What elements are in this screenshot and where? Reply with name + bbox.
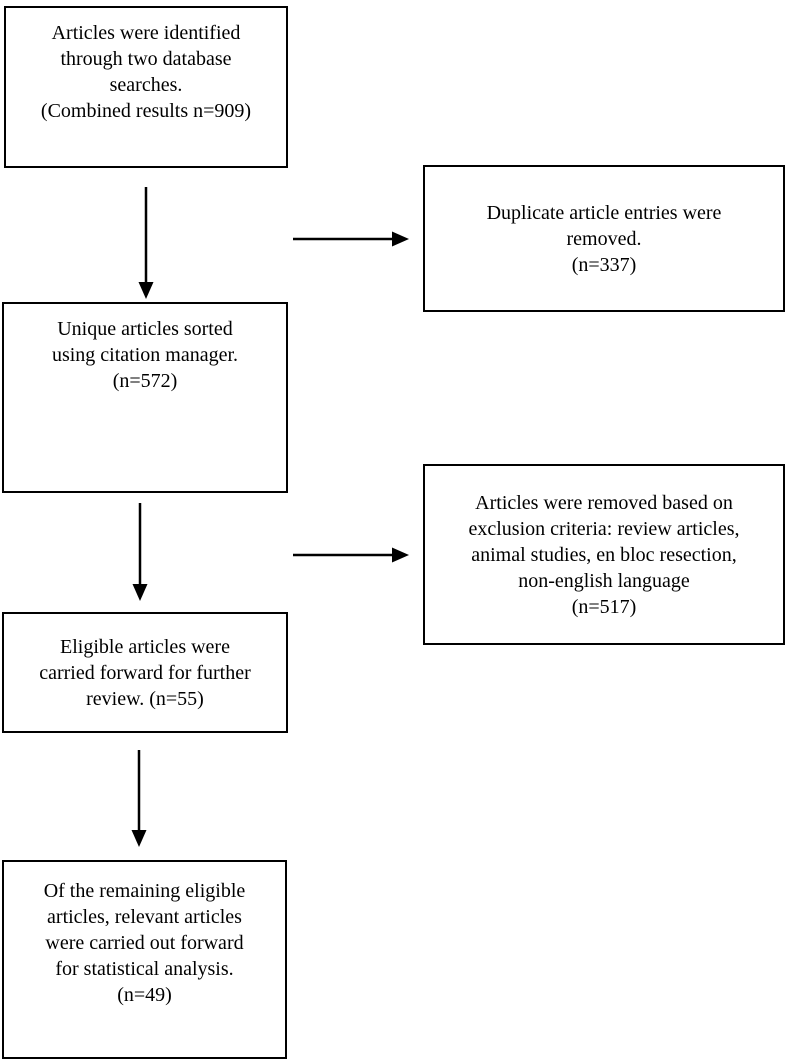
flow-box-unique-sorted-text: Unique articles sorted using citation ma…	[51, 318, 239, 392]
flow-box-identified: Articles were identified through two dat…	[4, 6, 288, 168]
flow-box-eligible: Eligible articles were carried forward f…	[2, 612, 288, 733]
flow-box-excluded: Articles were removed based on exclusion…	[423, 464, 785, 645]
flow-box-identified-text: Articles were identified through two dat…	[40, 22, 252, 122]
flow-box-duplicates-removed-text: Duplicate article entries were removed. …	[486, 201, 722, 276]
flow-box-excluded-text: Articles were removed based on exclusion…	[468, 491, 740, 618]
arrow-right-to-duplicates	[293, 231, 409, 247]
flow-box-unique-sorted: Unique articles sorted using citation ma…	[2, 302, 288, 493]
arrow-right-to-excluded	[293, 547, 409, 563]
flow-box-eligible-text: Eligible articles were carried forward f…	[39, 635, 251, 710]
arrow-down-eligible-to-final	[131, 750, 147, 847]
flow-box-final-analysis-text: Of the remaining eligible articles, rele…	[43, 880, 246, 1006]
arrow-down-identified-to-unique	[138, 187, 154, 299]
flow-box-final-analysis: Of the remaining eligible articles, rele…	[2, 860, 287, 1059]
flow-box-duplicates-removed: Duplicate article entries were removed. …	[423, 165, 785, 312]
arrow-down-unique-to-eligible	[132, 503, 148, 601]
